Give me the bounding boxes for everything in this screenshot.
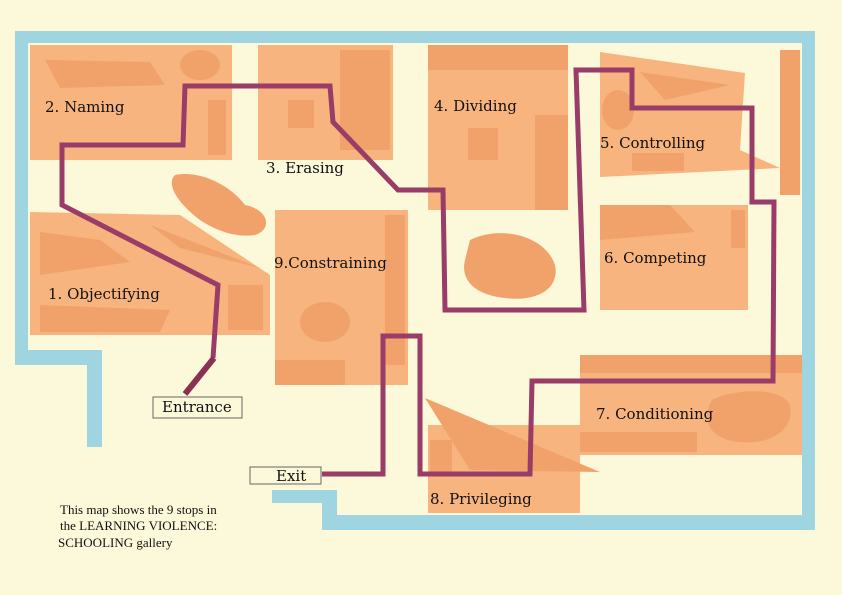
caption-line-1: This map shows the 9 stops in [60,502,217,517]
room-conditioning [580,355,802,455]
room-erasing [258,45,393,160]
caption-line-3: SCHOOLING gallery [58,535,173,550]
stop-8-label: 8. Privileging [430,490,532,508]
room-dividing [428,45,568,210]
room-objectifying [30,212,270,335]
entrance-label: Entrance [162,398,232,416]
room-privileging [425,398,600,513]
exit-label: Exit [276,467,306,485]
stop-6-label: 6. Competing [604,249,707,267]
caption-line-2: the LEARNING VIOLENCE: [60,518,217,533]
room-competing [600,205,748,310]
stop-4-label: 4. Dividing [434,97,517,115]
map-caption: This map shows the 9 stops in the LEARNI… [58,502,217,550]
room-controlling [600,50,800,195]
room-naming [30,45,232,160]
entrance-route-segment [182,356,217,396]
blob-corridor [171,174,267,236]
stop-3-label: 3. Erasing [266,159,344,177]
entrance-marker: Entrance [152,396,243,419]
rooms [30,45,802,513]
stop-5-label: 5. Controlling [600,134,706,152]
stop-1-label: 1. Objectifying [48,285,160,303]
stop-labels: 1. Objectifying 2. Naming 3. Erasing 4. … [45,97,714,508]
walls [15,31,815,530]
stop-9-label: 9.Constraining [274,254,387,272]
stop-7-label: 7. Conditioning [596,405,714,423]
room-constraining [275,210,408,385]
visitor-route [59,67,777,477]
stop-2-label: 2. Naming [45,98,125,116]
blob-dividing [464,233,556,299]
exit-marker: Exit [249,466,322,485]
